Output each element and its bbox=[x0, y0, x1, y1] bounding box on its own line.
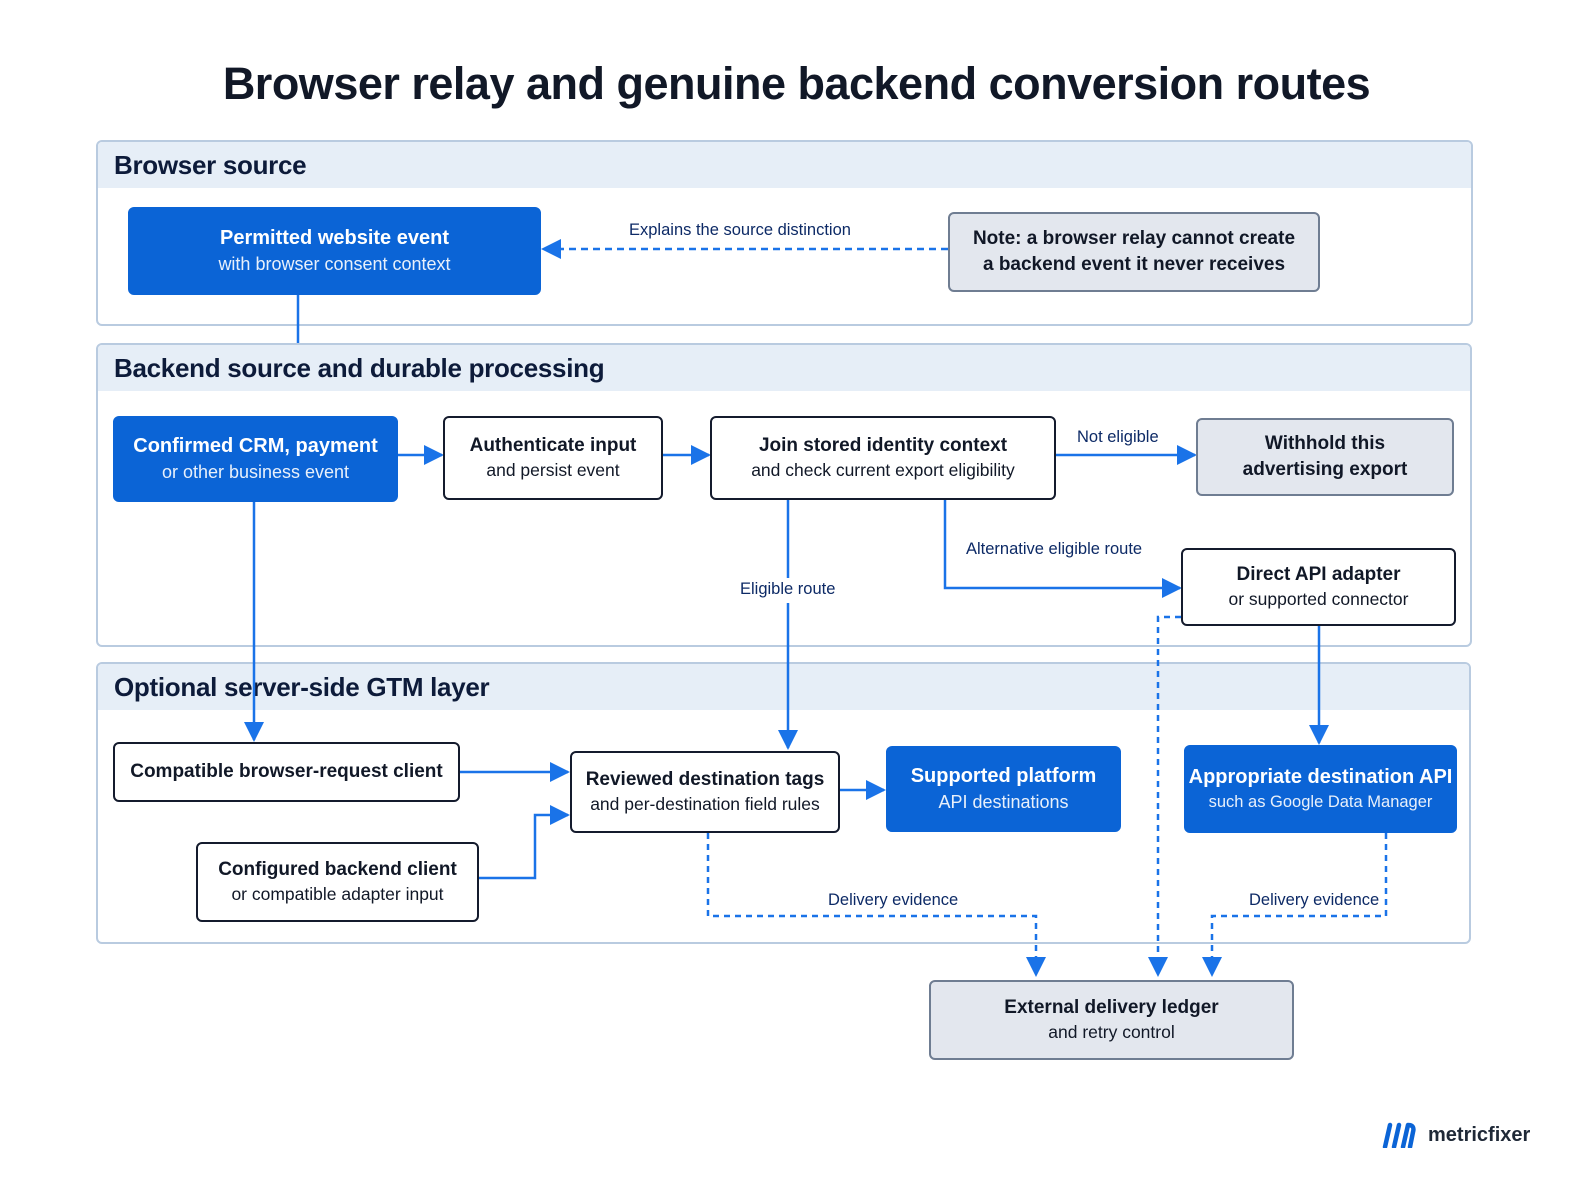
edge-join-to-direct bbox=[943, 500, 1182, 598]
edge-label-delivery-2: Delivery evidence bbox=[1249, 891, 1380, 909]
node-title: Authenticate input bbox=[469, 435, 637, 457]
edge-appropriate-to-ledger bbox=[1202, 833, 1388, 977]
node-subtitle: and persist event bbox=[486, 460, 620, 480]
node-title: Withhold this bbox=[1264, 433, 1386, 455]
edge-label-not-eligible: Not eligible bbox=[1077, 428, 1159, 446]
node-subtitle: and check current export eligibility bbox=[751, 460, 1015, 480]
node-subtitle: advertising export bbox=[1242, 459, 1408, 480]
node-subtitle: with browser consent context bbox=[218, 254, 451, 275]
node-subtitle: a backend event it never receives bbox=[982, 254, 1286, 275]
node-configured-backend-client: Configured backend client or compatible … bbox=[196, 842, 479, 922]
brand-logo: metricfixer bbox=[1382, 1122, 1530, 1148]
edge-label-alternative: Alternative eligible route bbox=[966, 540, 1143, 558]
node-title: Compatible browser-request client bbox=[130, 761, 443, 783]
node-authenticate-input: Authenticate input and persist event bbox=[443, 416, 663, 500]
node-confirmed-crm: Confirmed CRM, payment or other business… bbox=[113, 416, 398, 502]
node-note: Note: a browser relay cannot create a ba… bbox=[948, 212, 1320, 292]
edge-reviewed-to-ledger bbox=[706, 833, 1046, 977]
node-subtitle: or other business event bbox=[161, 462, 350, 483]
node-title: Note: a browser relay cannot create bbox=[972, 228, 1296, 250]
node-title: Appropriate destination API bbox=[1188, 766, 1453, 789]
node-title: Reviewed destination tags bbox=[585, 769, 825, 791]
node-subtitle: and retry control bbox=[1048, 1022, 1175, 1042]
node-external-delivery-ledger: External delivery ledger and retry contr… bbox=[929, 980, 1294, 1060]
metricfixer-logo-icon bbox=[1382, 1122, 1416, 1148]
node-direct-api-adapter: Direct API adapter or supported connecto… bbox=[1181, 548, 1456, 626]
section-title-backend: Backend source and durable processing bbox=[114, 353, 605, 383]
node-join-identity: Join stored identity context and check c… bbox=[710, 416, 1056, 500]
node-subtitle: or supported connector bbox=[1228, 589, 1409, 609]
brand-name: metricfixer bbox=[1428, 1123, 1531, 1146]
node-permitted-website-event: Permitted website event with browser con… bbox=[128, 207, 541, 295]
section-header bbox=[98, 345, 1470, 391]
edge-configured-to-reviewed bbox=[478, 805, 570, 880]
node-subtitle: API destinations bbox=[938, 792, 1069, 813]
section-title-browser: Browser source bbox=[114, 150, 307, 180]
node-compatible-browser-client: Compatible browser-request client bbox=[113, 742, 460, 802]
node-title: External delivery ledger bbox=[1004, 997, 1219, 1019]
node-supported-platform: Supported platform API destinations bbox=[886, 746, 1121, 832]
node-title: Configured backend client bbox=[218, 859, 457, 881]
section-header bbox=[98, 664, 1469, 710]
node-subtitle: and per-destination field rules bbox=[590, 794, 820, 814]
node-title: Direct API adapter bbox=[1236, 564, 1401, 586]
edge-label-delivery-1: Delivery evidence bbox=[828, 891, 959, 909]
section-header bbox=[98, 142, 1471, 188]
node-title: Supported platform bbox=[910, 765, 1097, 788]
node-withhold-export: Withhold this advertising export bbox=[1196, 418, 1454, 496]
node-title: Permitted website event bbox=[220, 227, 449, 250]
page-title: Browser relay and genuine backend conver… bbox=[222, 58, 1371, 109]
edge-direct-to-ledger bbox=[1148, 615, 1181, 977]
node-subtitle: or compatible adapter input bbox=[231, 884, 444, 904]
node-title: Confirmed CRM, payment bbox=[133, 435, 378, 458]
node-subtitle: such as Google Data Manager bbox=[1208, 793, 1433, 812]
edge-label-eligible: Eligible route bbox=[740, 580, 836, 598]
node-appropriate-destination-api: Appropriate destination API such as Goog… bbox=[1184, 745, 1457, 833]
node-reviewed-destination-tags: Reviewed destination tags and per-destin… bbox=[570, 751, 840, 833]
node-title: Join stored identity context bbox=[758, 435, 1008, 457]
edge-label-explains: Explains the source distinction bbox=[629, 221, 851, 239]
section-title-gtm: Optional server-side GTM layer bbox=[114, 672, 490, 702]
